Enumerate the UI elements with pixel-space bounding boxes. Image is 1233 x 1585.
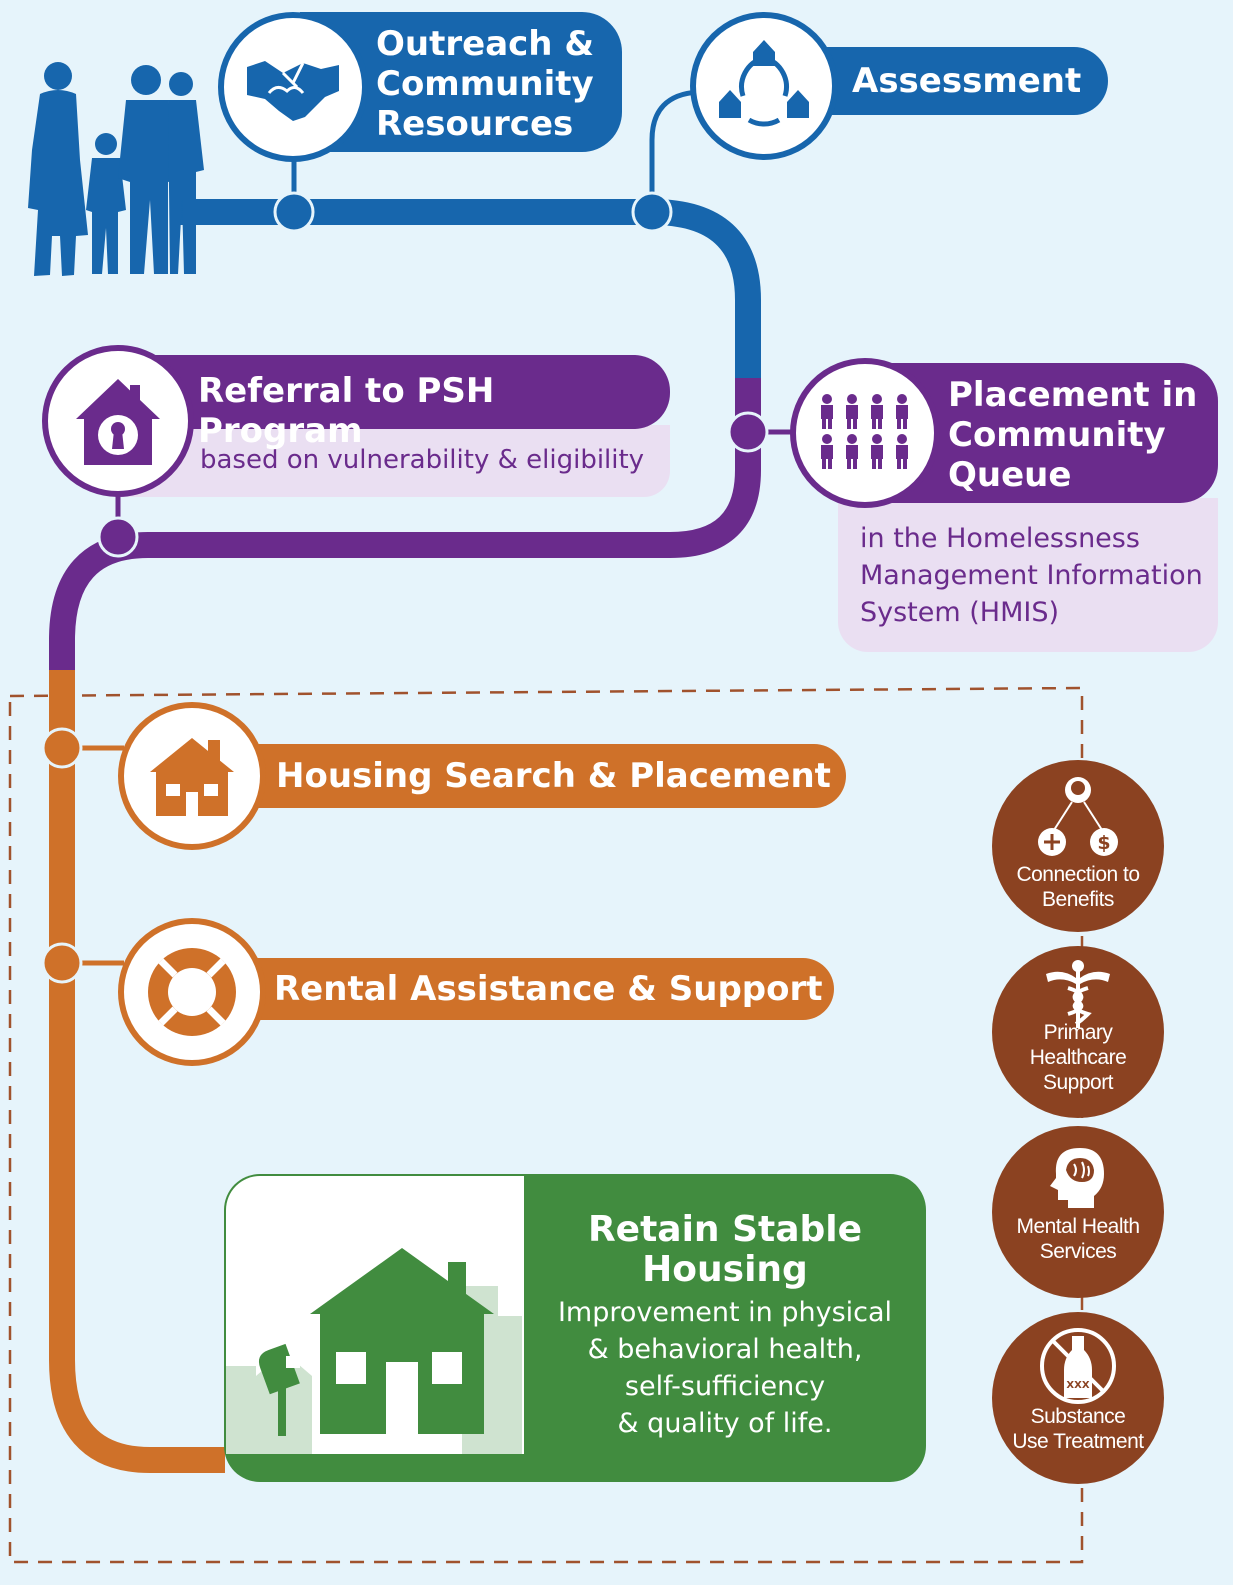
service-benefits: $ Connection to Benefits [992,760,1164,932]
handshake-icon [247,61,339,121]
service-mental-health-label: Mental Health Services [992,1214,1164,1264]
retain-body: Improvement in physical & behavioral hea… [524,1294,926,1442]
house-keyhole-icon [76,379,160,465]
retain-title-line-1: Retain Stable [587,1209,863,1250]
service-mental-health-line-2: Services [1039,1240,1117,1263]
support-frame [8,686,1084,1564]
purple-path [49,378,761,672]
referral-label: Referral to PSH Program [198,371,495,451]
referral-sub-box: based on vulnerability & eligibility [120,425,670,497]
node-rental [41,942,83,984]
placement-sub-line-2: Management Information [860,560,1203,591]
family-silhouette-icon [28,62,204,276]
service-substance-line-2: Use Treatment [1012,1430,1144,1453]
node-referral [97,516,139,558]
retain-title-line-2: Housing [642,1249,808,1290]
house-photo [226,1176,524,1454]
referral-sub-text: based on vulnerability & eligibility [200,445,645,475]
service-healthcare-line-1: Primary [1043,1021,1113,1044]
service-benefits-line-1: Connection to [1016,863,1140,886]
assessment-label: Assessment [852,61,1082,101]
outreach-circle [218,12,368,162]
retain-body-line-2: & behavioral health, [587,1334,863,1365]
people-queue-icon [821,394,908,469]
service-mental-health: Mental Health Services [992,1126,1164,1298]
service-substance: XXX Substance Use Treatment [992,1312,1164,1484]
housing-search-label: Housing Search & Placement [276,756,831,796]
retain-housing-card: Retain Stable Housing Improvement in phy… [224,1174,926,1482]
outreach-line-3: Resources [376,104,574,144]
placement-circle [790,358,940,508]
service-benefits-label: Connection to Benefits [992,862,1164,912]
placement-sub-line-1: in the Homelessness [860,523,1140,554]
no-alcohol-icon: XXX [1040,1328,1116,1404]
service-healthcare-label: Primary Healthcare Support [992,1020,1164,1095]
housing-search-pill: Housing Search & Placement [200,744,846,808]
green-house-illustration [226,1248,522,1454]
caduceus-icon [1046,960,1110,1028]
service-benefits-line-2: Benefits [1042,888,1114,911]
node-assessment [631,191,673,233]
placement-sub-box: in the Homelessness Management Informati… [838,498,1218,652]
rental-label: Rental Assistance & Support [274,969,823,1009]
service-healthcare: Primary Healthcare Support [992,946,1164,1118]
orange-path [49,670,225,1473]
house-icon [150,738,234,816]
rental-circle [118,918,266,1066]
life-preserver-icon [148,948,236,1036]
placement-line-2: Community [948,415,1166,455]
retain-title: Retain Stable Housing [524,1210,926,1290]
placement-sub-line-3: System (HMIS) [860,597,1060,628]
node-outreach [273,191,315,233]
assessment-circle [690,12,838,160]
housing-search-circle [118,702,266,850]
service-healthcare-line-3: Support [1042,1071,1114,1094]
referral-pill: Referral to PSH Program [120,355,670,451]
placement-line-1: Placement in [948,375,1198,415]
outreach-line-1: Outreach & [376,24,594,64]
svg-text:$: $ [1097,832,1110,854]
rental-pill: Rental Assistance & Support [200,958,834,1020]
retain-body-line-4: & quality of life. [617,1408,833,1439]
referral-circle [42,345,194,497]
bottle-label: XXX [1066,1380,1089,1391]
node-housing-search [41,727,83,769]
service-substance-line-1: Substance [1030,1405,1126,1428]
service-mental-health-line-1: Mental Health [1016,1215,1140,1238]
houses-cycle-icon [719,40,809,127]
retain-body-line-1: Improvement in physical [557,1297,893,1328]
outreach-line-2: Community [376,64,594,104]
retain-body-line-3: self-sufficiency [624,1371,826,1402]
brain-head-icon [1050,1148,1104,1208]
placement-line-3: Queue [948,455,1072,495]
service-substance-label: Substance Use Treatment [992,1404,1164,1454]
service-healthcare-line-2: Healthcare [1029,1046,1127,1069]
node-placement [727,411,769,453]
benefits-icon: $ [1038,777,1118,856]
